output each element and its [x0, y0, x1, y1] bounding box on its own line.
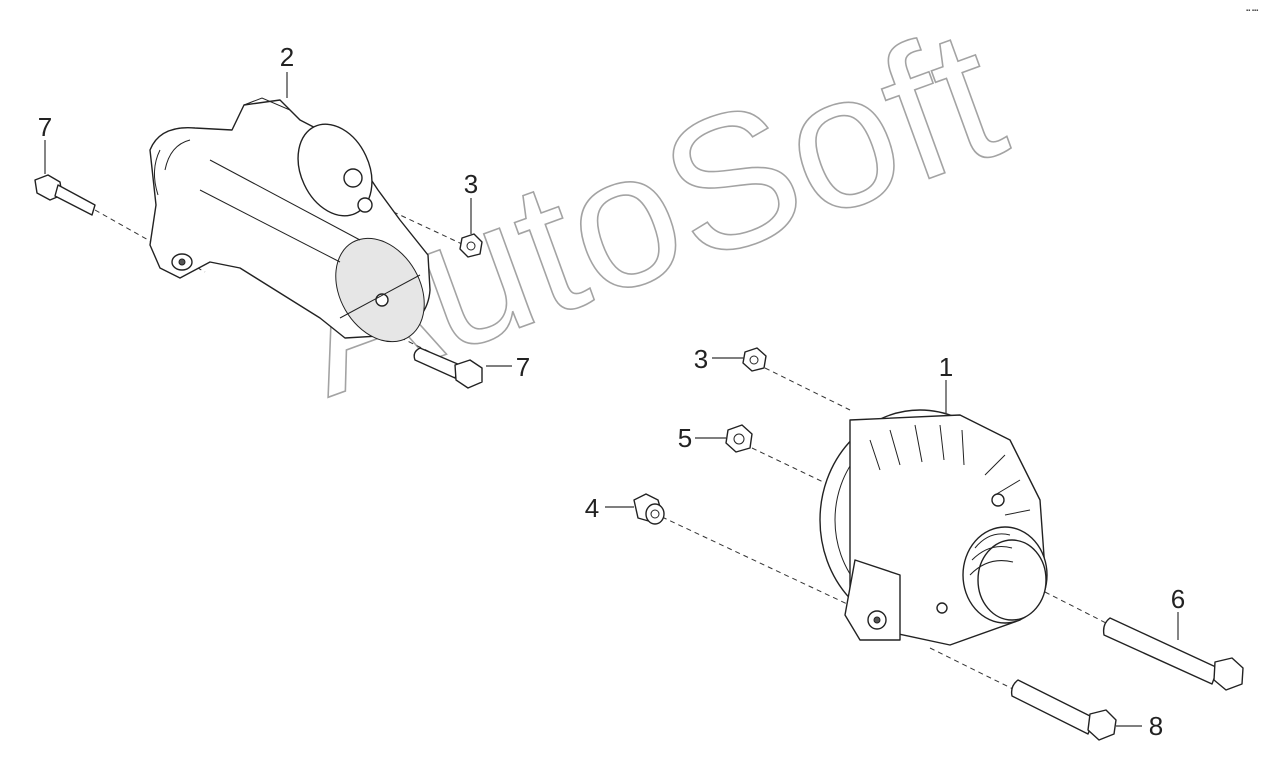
nut-5[interactable]	[725, 424, 753, 453]
nut-4[interactable]	[633, 493, 665, 525]
callout-7-left: 7	[38, 112, 52, 142]
callout-4: 4	[585, 493, 599, 523]
callout-7-lower: 7	[516, 352, 530, 382]
nut-3-upper[interactable]	[459, 233, 483, 258]
bolt-8[interactable]	[1010, 679, 1117, 741]
corner-mark: ▪▪ ▪▪▪	[1246, 8, 1258, 14]
callout-3-right: 3	[694, 344, 708, 374]
callout-5: 5	[678, 423, 692, 453]
callout-8: 8	[1149, 711, 1163, 741]
callout-3-upper: 3	[464, 169, 478, 199]
alternator[interactable]	[819, 409, 1048, 646]
callout-6: 6	[1171, 584, 1185, 614]
callout-2: 2	[280, 42, 294, 72]
bolt-7-lower[interactable]	[413, 347, 483, 389]
leader-lines	[44, 72, 1179, 727]
starter-motor[interactable]	[149, 97, 442, 358]
callout-1: 1	[939, 352, 953, 382]
callouts: 1 2 3 3 4 5 6 7 7 8	[38, 42, 1185, 741]
nut-3-right[interactable]	[742, 347, 767, 372]
bolt-6[interactable]	[1102, 617, 1244, 691]
bolt-7-left[interactable]	[34, 174, 96, 216]
